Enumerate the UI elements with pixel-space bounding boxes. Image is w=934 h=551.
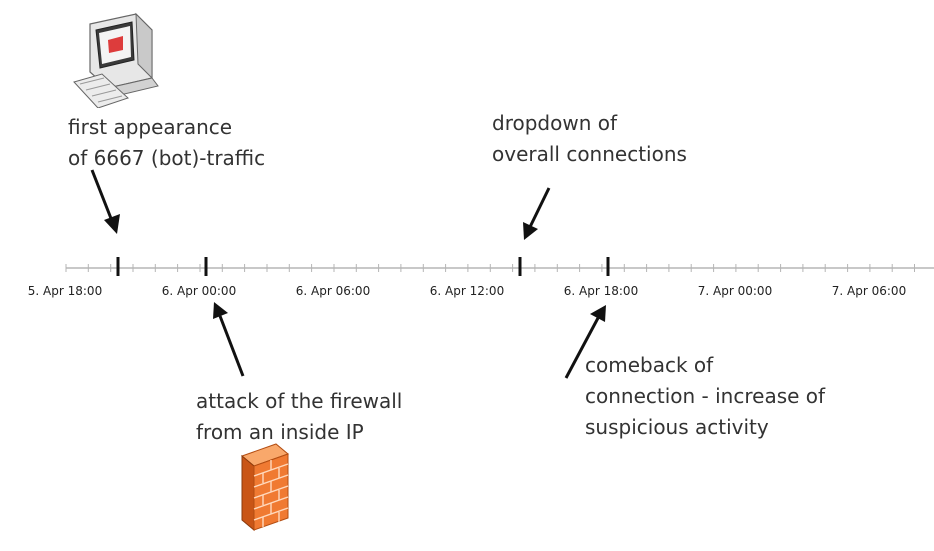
tick-label-4: 6. Apr 18:00	[564, 284, 638, 298]
annotation-firewall-attack-line-2: from an inside IP	[196, 420, 364, 444]
annotation-bot-traffic: first appearance of 6667 (bot)-traffic	[68, 112, 265, 174]
annotation-comeback-line-1: comeback of	[585, 353, 714, 377]
tick-label-1: 6. Apr 00:00	[162, 284, 236, 298]
annotation-firewall-attack-line-1: attack of the firewall	[196, 389, 403, 413]
annotation-comeback-line-2: connection - increase of	[585, 384, 826, 408]
minor-ticks	[65, 264, 915, 272]
annotation-connection-drop-line-1: dropdown of	[492, 111, 618, 135]
annotation-connection-drop: dropdown of overall connections	[492, 108, 687, 170]
annotation-comeback-line-3: suspicious activity	[585, 415, 769, 439]
tick-label-2: 6. Apr 06:00	[296, 284, 370, 298]
annotation-bot-traffic-line-2: of 6667 (bot)-traffic	[68, 146, 266, 170]
arrow-connection-drop	[523, 187, 551, 240]
tick-label-6: 7. Apr 06:00	[832, 284, 906, 298]
tick-label-0: 5. Apr 18:00	[28, 284, 102, 298]
arrow-comeback	[564, 305, 606, 379]
firewall-icon	[241, 443, 289, 532]
arrow-bot-traffic	[90, 169, 120, 234]
annotation-bot-traffic-line-1: first appearance	[68, 115, 233, 139]
annotation-connection-drop-line-2: overall connections	[492, 142, 687, 166]
tick-label-3: 6. Apr 12:00	[430, 284, 504, 298]
tick-label-5: 7. Apr 00:00	[698, 284, 772, 298]
annotation-firewall-attack: attack of the firewall from an inside IP	[196, 386, 402, 448]
computer-icon	[73, 12, 159, 108]
arrow-firewall-attack	[213, 302, 245, 377]
annotation-comeback: comeback of connection - increase of sus…	[585, 350, 825, 443]
